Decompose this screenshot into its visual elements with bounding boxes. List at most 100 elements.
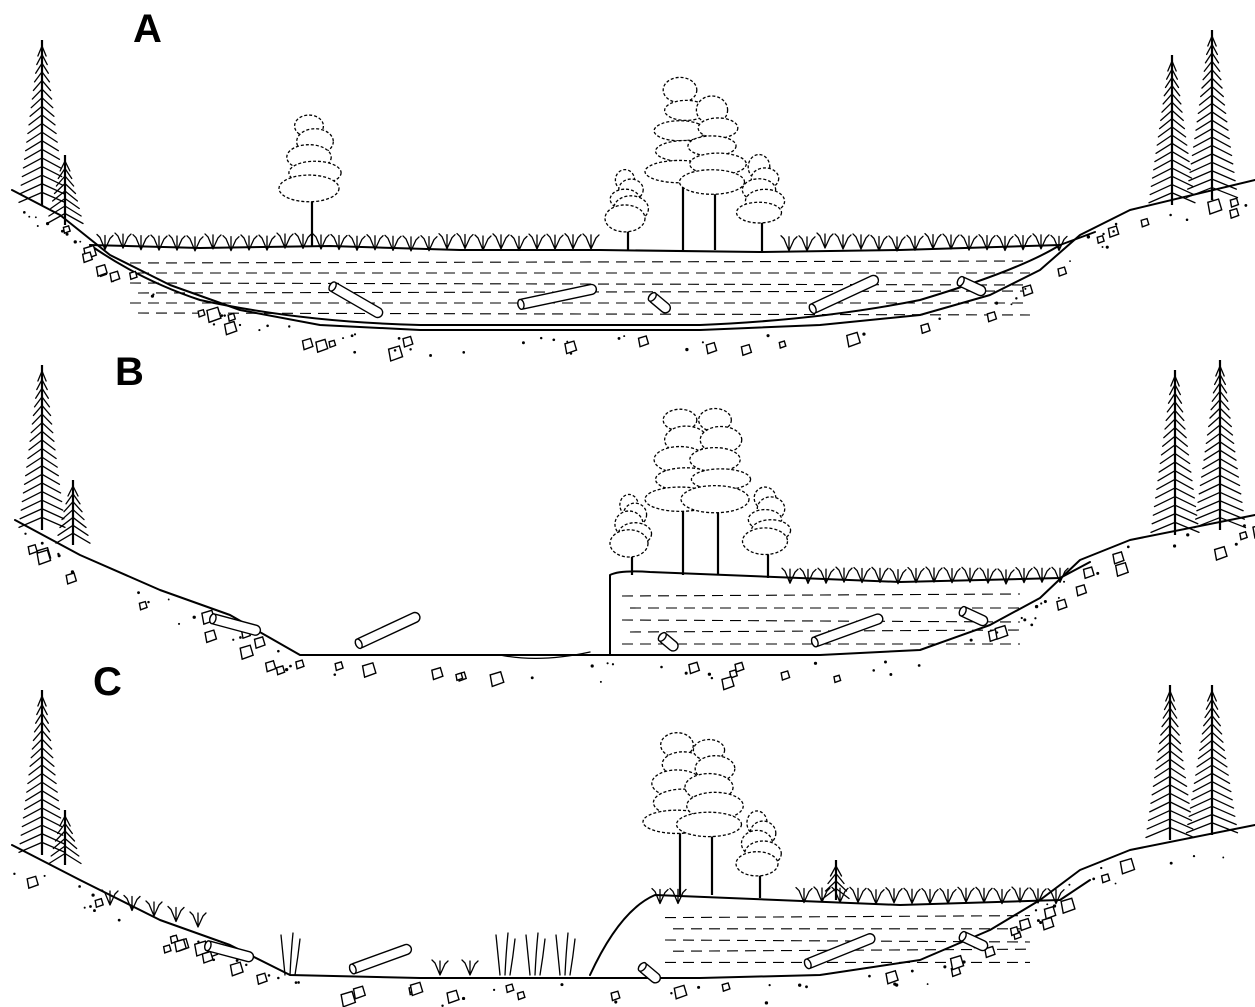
shrub xyxy=(190,912,206,927)
sediment-dot xyxy=(285,668,288,671)
sediment-dot xyxy=(1102,233,1104,235)
sediment-dot xyxy=(232,639,234,641)
shrub xyxy=(439,234,455,249)
shrub xyxy=(976,887,992,902)
sediment-dot xyxy=(1106,246,1109,249)
sediment-dot xyxy=(462,351,465,354)
sediment-dot xyxy=(220,314,223,317)
stone xyxy=(164,945,171,953)
spruce-tree xyxy=(1187,30,1238,200)
stone xyxy=(1076,585,1086,596)
sediment-dot xyxy=(89,905,92,908)
sediment-dot xyxy=(769,984,771,986)
sediment-dot xyxy=(1021,617,1023,619)
stone xyxy=(490,672,504,687)
stone xyxy=(1058,267,1066,276)
stone xyxy=(410,982,422,995)
sediment-dot xyxy=(409,348,411,350)
stone xyxy=(354,986,366,999)
reed xyxy=(556,933,575,975)
stone xyxy=(689,662,699,673)
sediment-dot xyxy=(868,975,871,978)
sediment-dot xyxy=(685,348,688,351)
stone xyxy=(722,983,730,991)
sediment-dot xyxy=(670,992,672,994)
shrub xyxy=(799,236,815,251)
stone xyxy=(781,671,789,680)
sediment-dot xyxy=(1046,903,1048,905)
shrub xyxy=(511,235,527,250)
stone xyxy=(66,573,76,584)
log xyxy=(647,291,673,315)
sediment-dot xyxy=(1169,214,1172,217)
sediment-dot xyxy=(872,669,875,672)
peat-layer-line xyxy=(130,283,1030,285)
sediment-dot xyxy=(1068,884,1070,886)
spruce-tree xyxy=(1151,370,1199,535)
sediment-dot xyxy=(1010,303,1012,305)
spruce-tree xyxy=(19,690,65,855)
stone xyxy=(1230,209,1239,219)
sediment-dot xyxy=(1186,533,1189,536)
stone xyxy=(611,991,620,1000)
stone xyxy=(1215,547,1227,560)
stone xyxy=(639,336,649,347)
sediment-dot xyxy=(79,241,81,243)
shrub xyxy=(943,234,959,249)
shrub xyxy=(583,234,599,249)
sediment-dot xyxy=(1087,235,1090,238)
sediment-dot xyxy=(37,225,39,227)
shrub xyxy=(853,234,869,249)
sediment-dot xyxy=(884,661,887,664)
stone xyxy=(240,645,253,659)
stone xyxy=(1230,198,1238,207)
shrub xyxy=(781,236,797,251)
sediment-dot xyxy=(462,997,465,1000)
stone xyxy=(230,962,243,976)
shrub xyxy=(922,889,938,904)
shrub xyxy=(1015,235,1031,250)
peat-layer-line xyxy=(630,630,1020,632)
shrub xyxy=(462,960,478,975)
sediment-dot xyxy=(353,351,356,354)
stone xyxy=(316,339,328,352)
log xyxy=(958,930,989,952)
sediment-dot xyxy=(612,663,614,665)
stone xyxy=(28,545,37,555)
stone xyxy=(447,990,459,1003)
stone xyxy=(506,984,514,992)
sediment-dot xyxy=(862,333,865,336)
stone xyxy=(1120,859,1134,874)
pine-tree xyxy=(279,115,341,246)
shrub xyxy=(997,235,1013,250)
sediment-dot xyxy=(333,673,336,676)
stone xyxy=(403,336,413,347)
shrub xyxy=(1012,887,1028,902)
peat-layer-line xyxy=(138,313,1030,315)
stone xyxy=(951,956,964,970)
sediment-dot xyxy=(962,960,965,963)
sediment-dot xyxy=(1173,544,1176,547)
sediment-dot xyxy=(288,325,290,327)
sediment-dot xyxy=(28,216,30,218)
sediment-dot xyxy=(600,681,602,683)
stone xyxy=(565,341,577,354)
stone xyxy=(722,677,734,690)
shrub xyxy=(529,234,545,249)
sediment-dot xyxy=(996,631,998,633)
stone xyxy=(276,666,284,675)
shrub xyxy=(868,889,884,904)
stone xyxy=(255,637,266,648)
sediment-dot xyxy=(798,983,801,986)
sediment-dot xyxy=(178,623,180,625)
pine-tree xyxy=(743,487,791,578)
sediment-dot xyxy=(239,636,242,639)
sediment-dot xyxy=(1222,857,1224,859)
sediment-dot xyxy=(995,302,998,305)
stone xyxy=(1061,898,1075,913)
shrub xyxy=(800,568,816,583)
stone xyxy=(95,899,103,908)
sediment-dot xyxy=(197,940,199,942)
shrub xyxy=(349,235,365,250)
stone xyxy=(207,307,221,322)
